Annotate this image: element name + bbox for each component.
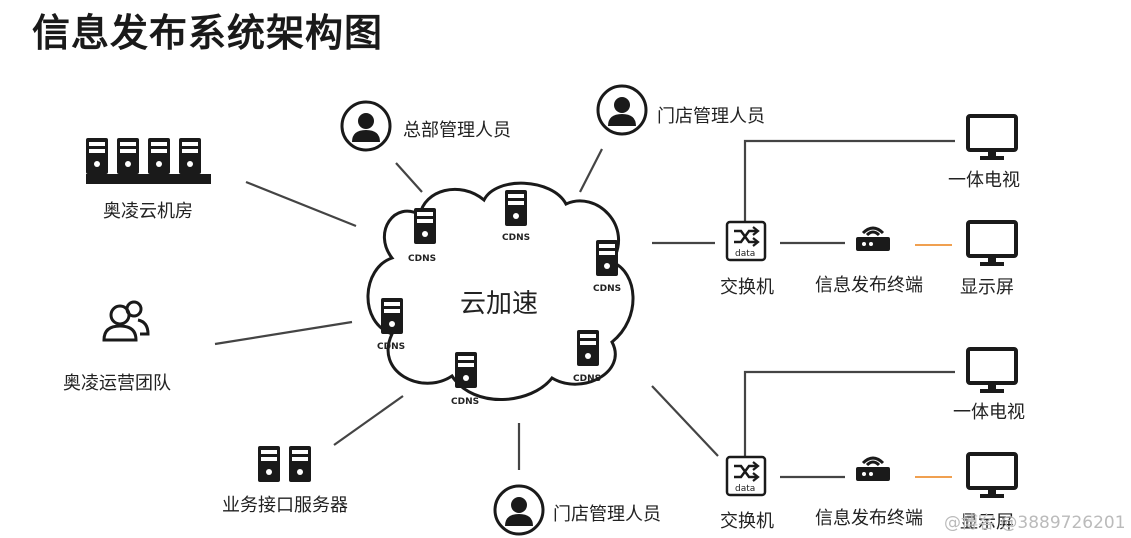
monitor-icon [966, 347, 1018, 395]
avatar-icon [340, 100, 392, 152]
link-ops-team [214, 320, 353, 346]
store-admin-label: 门店管理人员 [657, 106, 765, 127]
router-icon [854, 456, 892, 483]
monitor-icon [966, 452, 1018, 500]
api-server-icon [258, 446, 311, 482]
display-label: 显示屏 [960, 512, 1014, 533]
store-admin-label: 门店管理人员 [553, 504, 661, 525]
cdns-server-icon [455, 352, 477, 388]
link-hq-admin [395, 162, 423, 193]
dash-lines [915, 244, 952, 478]
router-icon [854, 226, 892, 253]
switch-data-label: data [735, 249, 756, 259]
datacenter-label: 奥凌云机房 [103, 201, 193, 222]
cdns-label: CDNS [451, 397, 480, 407]
team-icon [102, 300, 150, 342]
terminal-label: 信息发布终端 [815, 508, 923, 529]
hq-admin-label: 总部管理人员 [403, 120, 511, 141]
avatar-icon [493, 484, 545, 536]
display-label: 显示屏 [960, 277, 1014, 298]
datacenter-icon [86, 138, 211, 184]
link-tv-top [743, 139, 955, 222]
link-api-servers [333, 395, 404, 446]
watermark: @博客 @3889726201 [944, 513, 1126, 533]
api-servers-label: 业务接口服务器 [222, 495, 348, 516]
link-store-admin-top [579, 148, 603, 193]
cdns-label: CDNS [593, 284, 622, 294]
cdns-server-icon [596, 240, 618, 276]
cdns-label: CDNS [573, 374, 602, 384]
avatar-icon [596, 84, 648, 136]
page-title: 信息发布系统架构图 [32, 11, 384, 55]
switch-label: 交换机 [720, 511, 774, 532]
switch-data-label: data [735, 484, 756, 494]
monitor-icon [966, 220, 1018, 268]
cdns-label: CDNS [408, 254, 437, 264]
terminal-label: 信息发布终端 [815, 275, 923, 296]
cdns-server-icon [505, 190, 527, 226]
link-tv-bottom [743, 370, 955, 456]
cdns-server-icon [414, 208, 436, 244]
tv-label: 一体电视 [948, 170, 1020, 191]
tv-label: 一体电视 [953, 402, 1025, 423]
link-datacenter [245, 180, 357, 228]
ops-team-label: 奥凌运营团队 [63, 373, 171, 394]
cdns-label: CDNS [377, 342, 406, 352]
switch-label: 交换机 [720, 277, 774, 298]
monitor-icon [966, 114, 1018, 162]
link-switch-bottom [651, 385, 719, 457]
cdns-server-icon [381, 298, 403, 334]
cdns-server-icon [577, 330, 599, 366]
cdns-label: CDNS [502, 233, 531, 243]
connector-lines [214, 139, 955, 479]
cloud-label: 云加速 [460, 289, 539, 319]
